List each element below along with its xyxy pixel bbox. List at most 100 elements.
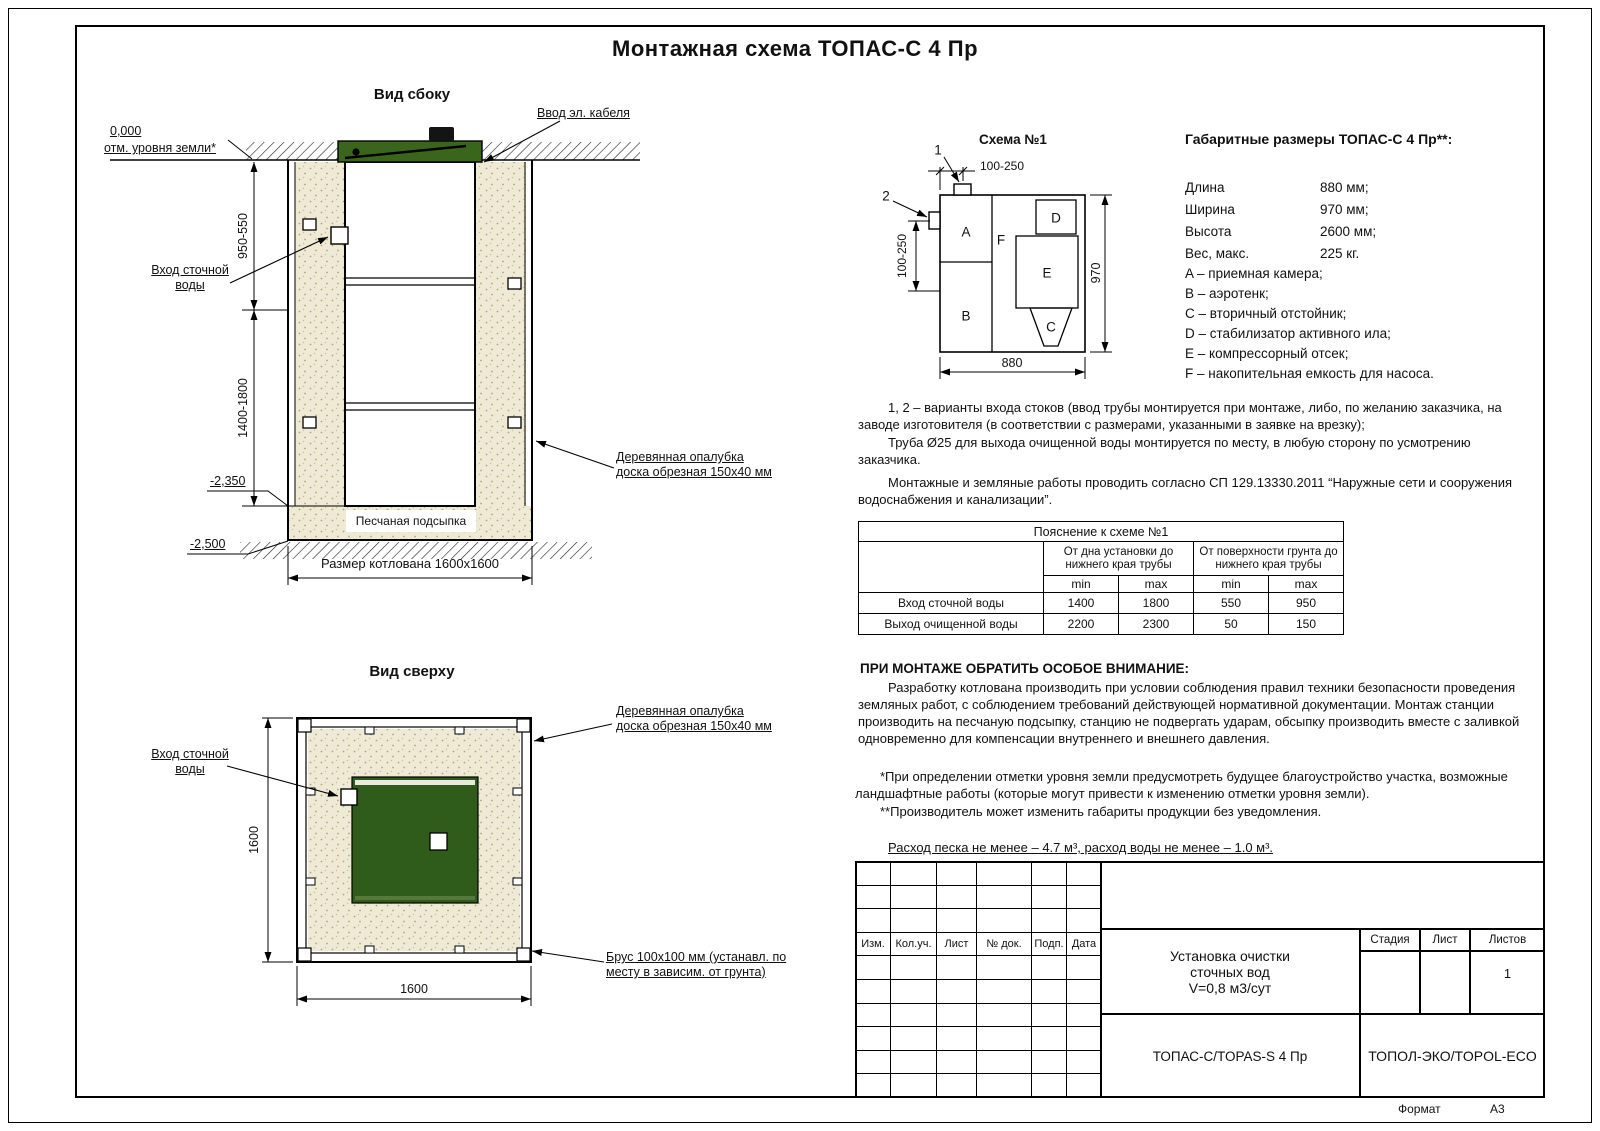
inlet-label-top: Вход сточной воды <box>151 747 229 776</box>
ground-hatch-left <box>246 142 343 160</box>
table-min-2: min <box>1193 575 1269 593</box>
dim-1400-1800: 1400-1800 <box>236 378 250 438</box>
scheme-marker-2: 2 <box>882 188 890 204</box>
inlet-port <box>330 226 349 245</box>
tb-header-data: Дата <box>1066 931 1102 957</box>
legend-item-c: C – вторичный отстойник; <box>1185 306 1347 321</box>
table-title: Пояснение к схеме №1 <box>858 521 1344 542</box>
dim-row-value: 970 мм; <box>1320 202 1369 217</box>
dim-950-550: 950-550 <box>236 213 250 259</box>
mark-minus-2350: -2,350 <box>210 474 246 488</box>
legend-item-b: B – аэротенк; <box>1185 286 1269 301</box>
legend-item-a: A – приемная камера; <box>1185 266 1323 281</box>
zero-level-mark: 0,000 <box>110 124 142 138</box>
table-min-1: min <box>1043 575 1119 593</box>
scheme-outline <box>939 194 1086 353</box>
tb-company-cell: ТОПОЛ-ЭКО/TOPOL-ECO <box>1360 1014 1545 1098</box>
inlet-port-plan <box>340 788 358 806</box>
explanation-table: Пояснение к схеме №1 От дна установки до… <box>858 521 1344 635</box>
table-max-2: max <box>1268 575 1344 593</box>
dim-row-value: 880 мм; <box>1320 180 1369 195</box>
table-group-1: От дна установки до нижнего края трубы <box>1043 541 1194 576</box>
tb-header-koluch: Кол.уч. <box>890 931 937 957</box>
formwork-inner <box>305 726 523 954</box>
compartment-d-box <box>1035 199 1077 235</box>
mark-minus-2500: -2,500 <box>190 537 226 551</box>
sheet-inner-frame <box>75 25 1545 1098</box>
sand-backfill-left <box>295 162 345 506</box>
table-cell: 2300 <box>1118 613 1194 635</box>
tb-sheets-value: 1 <box>1470 951 1545 1014</box>
tb-sheets-header: Листов <box>1470 929 1545 951</box>
overall-dims-title: Габаритные размеры ТОПАС-С 4 Пр**: <box>1185 131 1453 147</box>
inlet-stub-2 <box>928 211 941 230</box>
table-row-label: Выход очищенной воды <box>858 613 1044 635</box>
note-inlet-variants: 1, 2 – варианты входа стоков (ввод трубы… <box>858 400 1502 432</box>
drawing-title: Монтажная схема ТОПАС-С 4 Пр <box>611 36 979 61</box>
table-group-2: От поверхности грунта до нижнего края тр… <box>1193 541 1344 576</box>
table-corner-cell <box>858 541 1044 593</box>
table-row-label: Вход сточной воды <box>858 592 1044 614</box>
attention-body: Разработку котлована производить при усл… <box>858 680 1520 746</box>
compartment-a-label: A <box>961 224 971 240</box>
side-view-geometry <box>110 120 640 585</box>
sheet-outer-border <box>8 8 1592 1123</box>
tb-stage-header: Стадия <box>1360 929 1420 951</box>
top-view-geometry <box>226 717 613 1006</box>
dim-1600-left: 1600 <box>247 826 261 854</box>
table-cell: 950 <box>1268 592 1344 614</box>
sand-backfill-right <box>475 162 526 506</box>
compartment-b-label: B <box>961 308 971 324</box>
ground-hatch-right <box>477 142 640 160</box>
pit-size-label: Размер котлована 1600х1600 <box>320 556 500 571</box>
note-outlet-pipe: Труба Ø25 для выхода очищенной воды монт… <box>858 435 1471 467</box>
legend-item-d: D – стабилизатор активного ила; <box>1185 326 1391 341</box>
compartment-f-label: F <box>996 232 1006 248</box>
dim-row-label: Длина <box>1185 180 1225 195</box>
tank-body <box>344 161 476 507</box>
sand-bedding-label: Песчаная подсыпка <box>346 510 476 532</box>
tb-doc-title: Установка очистки сточных вод V=0,8 м3/с… <box>1169 947 1290 996</box>
inlet-stub-1 <box>953 183 972 196</box>
scheme-dim-left: 100-250 <box>895 233 909 279</box>
legend-item-f: F – накопительная емкость для насоса. <box>1185 366 1434 381</box>
tb-model-cell: ТОПАС-С/TOPAS-S 4 Пр <box>1100 1014 1360 1098</box>
compartment-c-label: C <box>1046 319 1056 335</box>
footnote-ground-level: *При определении отметки уровня земли пр… <box>855 769 1508 801</box>
compartment-c-shape <box>1029 307 1073 347</box>
dim-row-label: Высота <box>1185 224 1232 239</box>
tank-lid-plan <box>351 776 479 904</box>
scheme-title: Схема №1 <box>979 132 1047 147</box>
material-consumption-note: Расход песка не менее – 4.7 м³, расход в… <box>888 840 1274 855</box>
formwork-label-side: Деревянная опалубка доска обрезная 150х4… <box>616 450 772 479</box>
format-value: А3 <box>1490 1102 1505 1116</box>
top-view-title: Вид сверху <box>369 663 455 680</box>
scheme-dim-970: 970 <box>1089 262 1103 284</box>
cable-gland <box>429 127 454 141</box>
dim-row-label: Вес, макс. <box>1185 246 1250 261</box>
tb-header-list: Лист <box>936 931 977 957</box>
lid-hatch-plan <box>429 832 448 851</box>
title-block-grid: Изм. Кол.уч. Лист № док. Подп. Дата <box>855 861 1102 1098</box>
tb-doc-number-cell <box>1100 861 1545 929</box>
table-max-1: max <box>1118 575 1194 593</box>
formwork-label-top: Деревянная опалубка доска обрезная 150х4… <box>616 704 772 733</box>
dim-row-label: Ширина <box>1185 202 1235 217</box>
dim-row-value: 225 кг. <box>1320 246 1360 261</box>
cable-entry-label: Ввод эл. кабеля <box>537 106 630 120</box>
table-cell: 1800 <box>1118 592 1194 614</box>
subsoil-hatch <box>240 542 592 559</box>
inlet-label-side: Вход сточной воды <box>151 263 229 292</box>
tb-header-podp: Подп. <box>1031 931 1067 957</box>
table-cell: 150 <box>1268 613 1344 635</box>
scheme-dim-top: 100-250 <box>979 159 1025 173</box>
table-cell: 50 <box>1193 613 1269 635</box>
scheme-marker-1: 1 <box>934 142 942 158</box>
format-label: Формат <box>1398 1102 1441 1116</box>
attention-title: ПРИ МОНТАЖЕ ОБРАТИТЬ ОСОБОЕ ВНИМАНИЕ: <box>860 661 1190 676</box>
tb-sheet-header: Лист <box>1420 929 1470 951</box>
dim-1600-bottom: 1600 <box>400 982 428 996</box>
compartment-e-label: E <box>1042 265 1052 281</box>
tb-stage-value <box>1360 951 1420 1014</box>
